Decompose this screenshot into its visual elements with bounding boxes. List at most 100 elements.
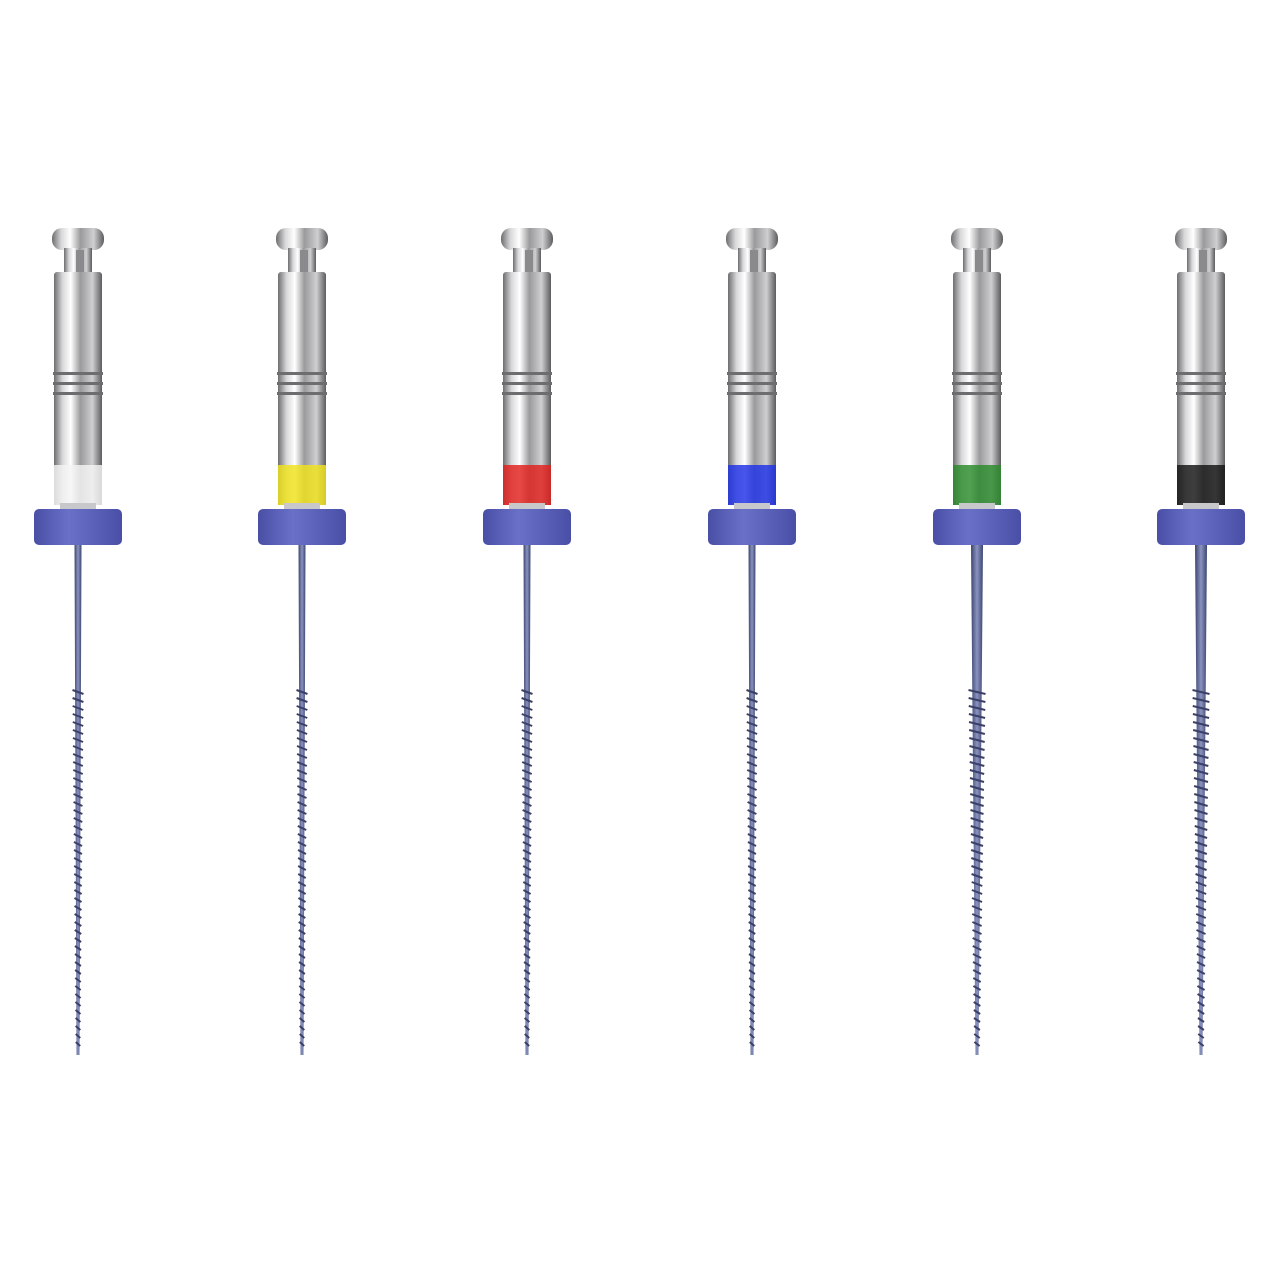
file-flute: [971, 897, 983, 903]
file-flute: [1194, 857, 1208, 863]
file-flute: [747, 865, 757, 871]
file-flute: [748, 969, 756, 975]
file-flute: [73, 825, 83, 831]
file-flute: [973, 1009, 981, 1015]
file-shank-groove: [502, 392, 552, 395]
file-flute: [748, 929, 756, 935]
file-flute: [73, 897, 83, 903]
file-flute: [1197, 1009, 1205, 1015]
endodontic-file-yellow: [258, 228, 346, 1055]
file-flute: [970, 849, 984, 855]
file-shank-groove: [277, 392, 327, 395]
file-flute: [747, 801, 757, 807]
file-flute: [298, 1009, 306, 1015]
file-flute: [298, 977, 306, 983]
file-flute: [74, 929, 82, 935]
file-flute: [75, 1041, 81, 1047]
file-shank-groove: [502, 382, 552, 385]
file-flute: [1193, 793, 1209, 799]
file-flute: [748, 1017, 756, 1023]
file-flute: [1193, 737, 1209, 743]
file-flute: [1195, 921, 1207, 927]
file-color-band-shine: [278, 465, 326, 505]
file-flute: [73, 881, 83, 887]
file-flute: [72, 697, 84, 703]
file-flute: [746, 753, 758, 759]
file-rubber-stopper: [483, 509, 571, 545]
file-latch-head: [52, 228, 104, 250]
file-flute: [72, 689, 84, 695]
file-flute: [1192, 705, 1210, 711]
file-flute: [297, 833, 307, 839]
file-flute: [1195, 865, 1207, 871]
file-flute: [523, 985, 531, 991]
file-flute: [298, 905, 306, 911]
file-flute: [1195, 913, 1207, 919]
file-flute: [1193, 761, 1209, 767]
file-flute: [75, 1033, 81, 1039]
file-flute: [971, 905, 983, 911]
file-flute: [747, 881, 757, 887]
file-flute: [521, 705, 533, 711]
file-flute: [1197, 1025, 1205, 1031]
file-flute: [524, 1041, 530, 1047]
file-flute: [747, 825, 757, 831]
file-flute: [297, 817, 307, 823]
file-flute: [969, 761, 985, 767]
file-flute: [746, 721, 758, 727]
file-flute: [970, 841, 984, 847]
endodontic-file-blue: [708, 228, 796, 1055]
file-flute: [1193, 753, 1209, 759]
file-flute: [748, 1001, 756, 1007]
file-flute: [524, 1033, 530, 1039]
file-flute: [970, 809, 984, 815]
file-color-band-shine: [54, 465, 102, 505]
file-flute: [972, 985, 982, 991]
file-flute: [297, 793, 307, 799]
file-flute: [521, 721, 533, 727]
file-flute: [297, 825, 307, 831]
file-flute: [971, 889, 983, 895]
file-flute: [72, 737, 84, 743]
file-flute: [523, 937, 531, 943]
file-flute: [971, 881, 983, 887]
file-flute: [72, 769, 84, 775]
file-flute: [1192, 697, 1210, 703]
file-flute: [296, 777, 308, 783]
file-flute: [296, 721, 308, 727]
file-flute: [73, 841, 83, 847]
file-flute: [297, 849, 307, 855]
file-flute: [522, 785, 532, 791]
file-flute: [1194, 841, 1208, 847]
file-flute: [74, 913, 82, 919]
file-flute: [971, 873, 983, 879]
file-flute: [973, 1025, 981, 1031]
file-flute: [521, 745, 533, 751]
file-flute: [74, 953, 82, 959]
file-flute: [1197, 993, 1205, 999]
file-flute: [969, 793, 985, 799]
file-shank-groove: [1176, 382, 1226, 385]
file-flute: [1193, 769, 1209, 775]
file-flute: [1194, 809, 1208, 815]
file-flute: [971, 913, 983, 919]
file-flute: [747, 897, 757, 903]
file-flute: [971, 865, 983, 871]
file-latch-notch: [1199, 250, 1207, 272]
file-flute: [748, 1009, 756, 1015]
file-flute: [73, 801, 83, 807]
file-flute: [746, 769, 758, 775]
file-flute: [521, 769, 533, 775]
file-flute: [522, 849, 532, 855]
file-flute: [75, 1025, 81, 1031]
file-flute: [74, 993, 82, 999]
file-flute: [747, 817, 757, 823]
file-flute: [296, 761, 308, 767]
file-flute: [296, 713, 308, 719]
file-shank: [503, 272, 551, 468]
file-flute: [746, 713, 758, 719]
file-flute: [969, 737, 985, 743]
file-flute: [72, 713, 84, 719]
file-working-shaft: [74, 545, 82, 1055]
